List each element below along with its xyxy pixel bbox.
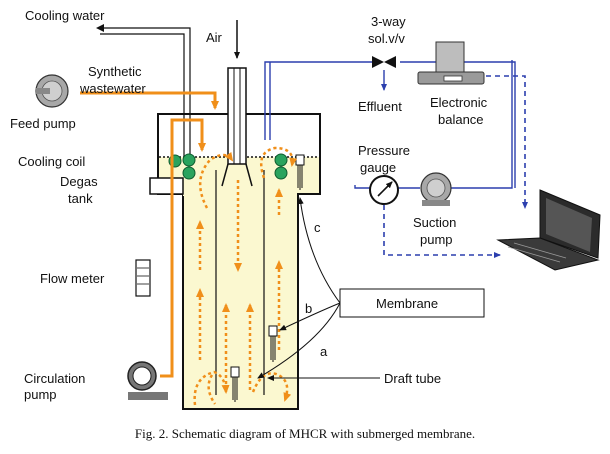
label-effluent: Effluent	[358, 99, 402, 114]
circulation-pump	[127, 361, 168, 400]
pressure-gauge	[369, 175, 399, 205]
label-suction-1: Suction	[413, 215, 456, 230]
label-flow-meter: Flow meter	[40, 271, 105, 286]
laptop-computer	[496, 189, 601, 271]
feed-line	[80, 91, 219, 110]
label-draft-tube: Draft tube	[384, 371, 441, 386]
air-inlet-pipe	[221, 20, 253, 187]
label-air: Air	[206, 30, 223, 45]
signal-lines	[383, 75, 528, 258]
label-cooling-water: Cooling water	[25, 8, 105, 23]
label-circulation-2: pump	[24, 387, 57, 402]
label-pressure-1: Pressure	[358, 143, 410, 158]
membrane-callout-box	[339, 288, 485, 318]
membrane-module-b	[268, 325, 278, 362]
internal-flow-pattern	[193, 146, 298, 406]
label-circulation-1: Circulation	[24, 371, 85, 386]
membrane-leader-lines	[257, 197, 341, 379]
label-mark-c: c	[314, 220, 321, 235]
label-suction-2: pump	[420, 232, 453, 247]
cooling-water-lines	[96, 24, 191, 158]
label-mark-a: a	[320, 344, 328, 359]
three-way-valve	[372, 56, 396, 68]
label-membrane: Membrane	[376, 296, 438, 311]
label-three-way-2: sol.v/v	[368, 31, 405, 46]
label-pressure-2: gauge	[360, 160, 396, 175]
label-balance-1: Electronic	[430, 95, 488, 110]
circulation-loop	[160, 118, 206, 378]
label-feed-pump: Feed pump	[10, 116, 76, 131]
suction-pump	[420, 172, 452, 206]
label-balance-2: balance	[438, 112, 484, 127]
degas-tank	[149, 177, 184, 195]
label-mark-b: b	[305, 301, 312, 316]
flow-meter	[135, 259, 151, 297]
label-degas-1: Degas	[60, 174, 98, 189]
figure-caption: Fig. 2. Schematic diagram of MHCR with s…	[135, 426, 475, 441]
label-synthetic-2: wastewater	[79, 81, 146, 96]
label-synthetic-1: Synthetic	[88, 64, 142, 79]
label-degas-2: tank	[68, 191, 93, 206]
electronic-balance	[417, 41, 485, 85]
label-cooling-coil: Cooling coil	[18, 154, 85, 169]
membrane-module-a	[230, 366, 240, 402]
feed-pump	[35, 74, 69, 108]
label-three-way-1: 3-way	[371, 14, 406, 29]
